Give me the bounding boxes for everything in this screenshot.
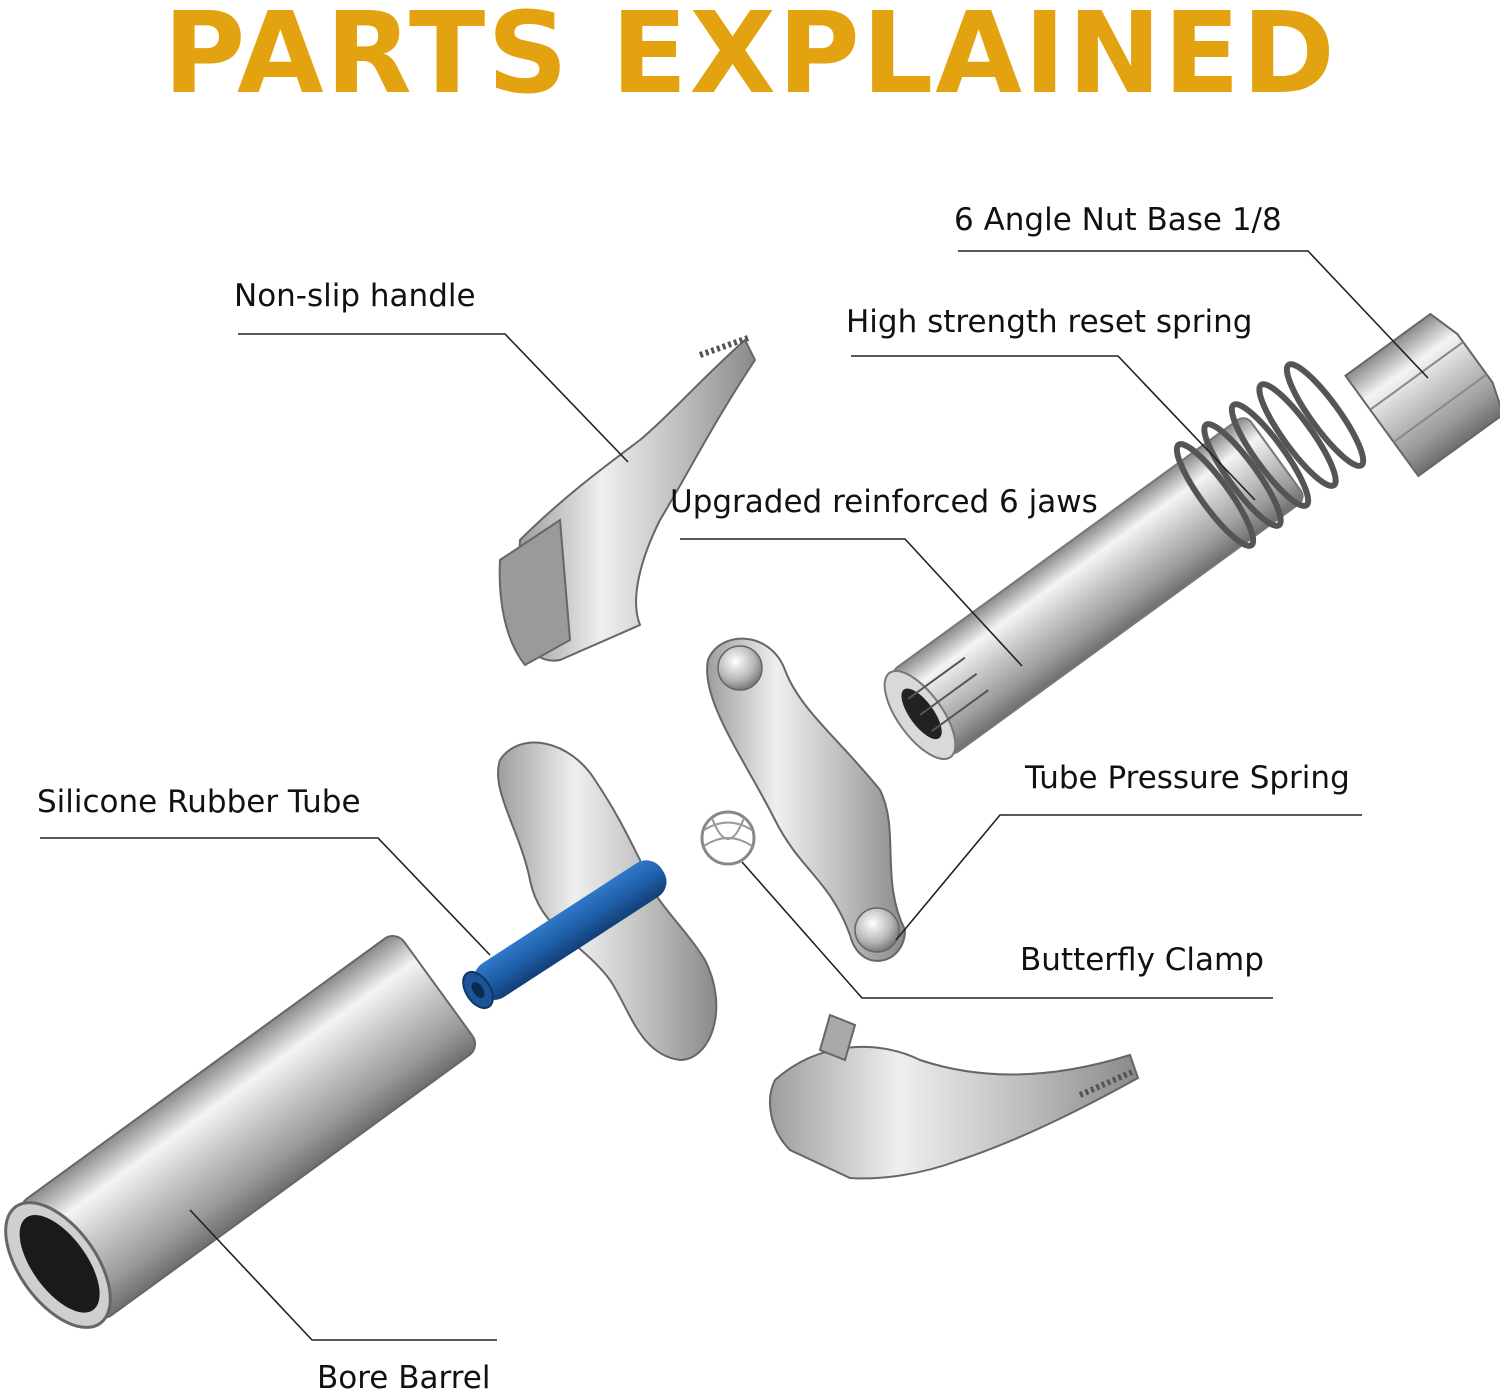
leader-tube-spring	[895, 814, 1362, 941]
leader-butterfly	[741, 861, 1273, 999]
tube-pressure-spring	[700, 810, 756, 866]
butterfly-clamp	[706, 637, 907, 962]
label-rubber-tube: Silicone Rubber Tube	[37, 784, 361, 820]
upper-handle	[498, 335, 757, 667]
leader-lines	[40, 250, 1429, 1341]
label-reset-spring: High strength reset spring	[846, 304, 1253, 340]
leader-barrel	[189, 1209, 497, 1341]
lower-handle	[769, 1013, 1140, 1180]
hex-nut-base	[1344, 312, 1500, 478]
leader-handle	[238, 333, 629, 463]
label-butterfly: Butterfly Clamp	[1020, 942, 1264, 978]
jaws-shaft	[883, 417, 1304, 761]
bore-barrel	[4, 935, 477, 1329]
reset-spring	[1173, 361, 1367, 549]
leader-jaws	[680, 538, 1023, 667]
leader-nut-base	[958, 250, 1429, 379]
label-jaws: Upgraded reinforced 6 jaws	[670, 484, 1098, 520]
page-title: PARTS EXPLAINED	[163, 0, 1337, 119]
silicone-rubber-tube	[462, 860, 667, 1010]
leader-reset-spring	[851, 355, 1256, 501]
label-barrel: Bore Barrel	[317, 1360, 491, 1396]
label-tube-spring: Tube Pressure Spring	[1025, 760, 1350, 796]
label-handle: Non-slip handle	[234, 278, 476, 314]
label-nut-base: 6 Angle Nut Base 1/8	[954, 202, 1282, 238]
leader-rubber-tube	[40, 837, 491, 956]
